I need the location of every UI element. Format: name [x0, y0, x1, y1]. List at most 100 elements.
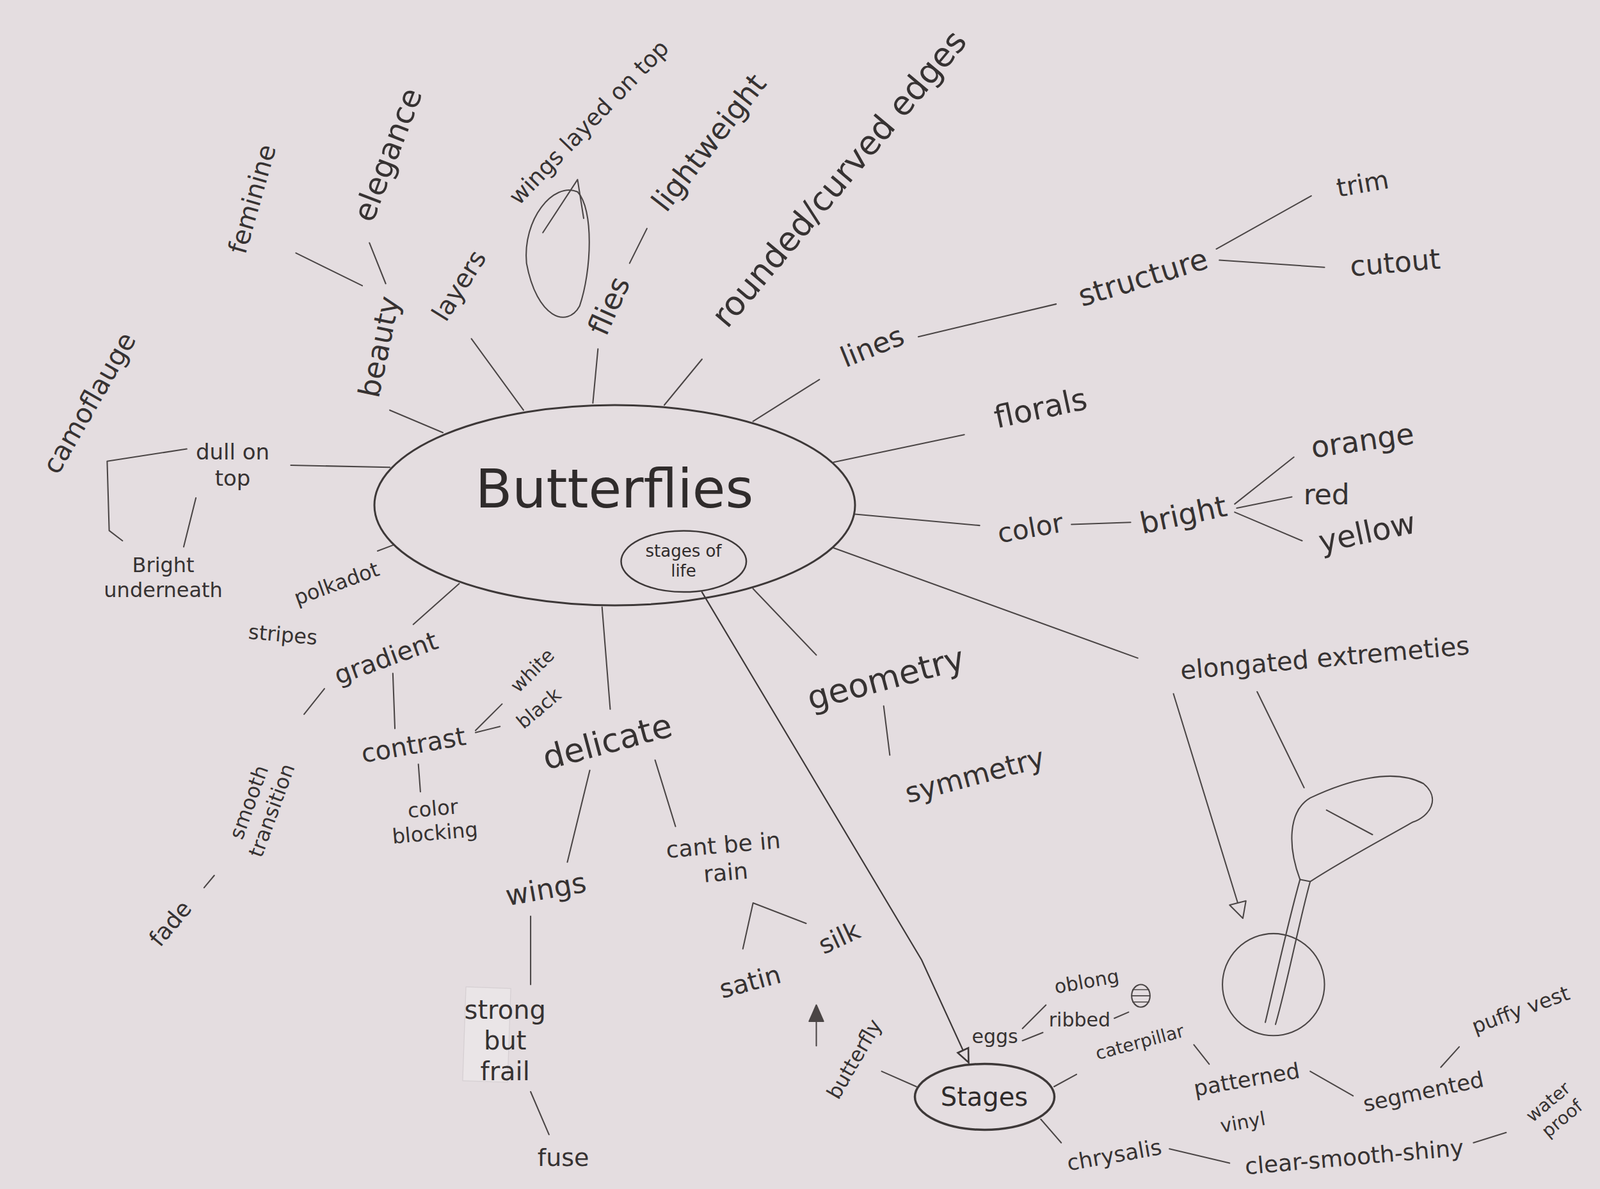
mind-map-label: florals	[990, 380, 1091, 436]
bracket	[106, 449, 187, 541]
leader-lines	[106, 179, 1506, 1164]
wing-vein	[1326, 810, 1373, 835]
leader-line	[377, 544, 395, 552]
mind-map-label: structure	[1073, 241, 1213, 315]
mind-map-label: color blocking	[380, 792, 488, 850]
mind-map-label: bright	[1137, 488, 1231, 543]
leader-line	[471, 338, 524, 411]
leader-line	[418, 764, 421, 792]
mind-map-label: fuse	[537, 1143, 590, 1174]
mind-map-label: yellow	[1315, 504, 1420, 561]
egg-sketch	[1131, 984, 1151, 1008]
mind-map-label: puffy vest	[1468, 981, 1573, 1040]
idea-text: Stages	[940, 1081, 1028, 1113]
leader-line	[592, 348, 598, 404]
leader-line	[475, 704, 502, 731]
mind-map-label: symmetry	[901, 740, 1048, 811]
arrow-head	[808, 1004, 824, 1022]
mind-map-label: contrast	[358, 720, 468, 770]
mind-map-label: geometry	[802, 638, 969, 719]
mind-map-label: smooth transition	[215, 737, 306, 875]
mind-map-label: feminine	[222, 140, 283, 258]
ellipse-outline	[914, 1064, 1055, 1131]
leader-line	[1022, 1032, 1044, 1042]
leader-line	[1440, 1047, 1460, 1068]
leader-line	[392, 673, 395, 729]
mind-map-label: wings layed on top	[503, 34, 675, 211]
leader-line	[183, 497, 196, 548]
leader-line	[833, 434, 965, 463]
arrow-head	[1229, 901, 1247, 919]
idea-ellipse: Butterflies stages of life	[372, 403, 857, 608]
leader-line	[1310, 1071, 1353, 1096]
arrow-connector	[702, 592, 969, 1063]
mind-map-label: segmented	[1360, 1066, 1487, 1118]
leader-line	[664, 359, 703, 406]
leg-sketch	[1265, 879, 1311, 1024]
leader-line	[883, 705, 891, 756]
mind-map-label: elegance	[345, 83, 431, 228]
mind-map-label: butterfly	[821, 1015, 887, 1104]
mind-map-label: water proof	[1514, 1071, 1596, 1150]
leader-line	[918, 304, 1056, 337]
leader-line	[1256, 691, 1304, 788]
mind-map-label: satin	[716, 958, 785, 1005]
mind-map-label: fade	[143, 894, 198, 952]
mind-map-label: lines	[835, 318, 910, 375]
idea-text: Butterflies	[475, 456, 754, 522]
mind-map-label: elongated extremeties	[1178, 630, 1471, 687]
ellipse-outline	[620, 530, 747, 592]
egg-ribs	[1131, 990, 1151, 1003]
leader-line	[655, 760, 676, 827]
leader-line	[1236, 496, 1292, 509]
idea-ellipse: stages of life	[619, 529, 749, 594]
mind-map-label: patterned	[1191, 1057, 1302, 1102]
leader-line	[1040, 1119, 1062, 1144]
leader-line	[881, 1071, 917, 1087]
mind-map-label: red	[1303, 478, 1350, 512]
wing-sketch	[1291, 776, 1433, 882]
leader-line	[529, 916, 532, 985]
mind-map-label: gradient	[329, 625, 442, 692]
leader-line	[1169, 1148, 1230, 1163]
leader-line	[815, 1020, 817, 1046]
leader-line	[204, 875, 215, 888]
mind-map-label: clear-smooth-shiny	[1243, 1134, 1465, 1181]
mind-map-label: dull on top	[191, 439, 275, 492]
mind-map-label: lightweight	[644, 67, 774, 219]
mind-map-label: delicate	[538, 705, 677, 779]
leader-line	[753, 588, 817, 656]
leader-line	[1071, 522, 1131, 525]
mind-map-label: orange	[1308, 416, 1416, 466]
mind-map-label: layers	[425, 244, 493, 327]
leader-line	[1193, 1045, 1209, 1065]
mind-map-label: flies	[581, 271, 639, 341]
leader-line	[413, 583, 460, 625]
idea-text: stages of life	[641, 541, 726, 582]
leader-line	[1219, 260, 1325, 268]
mind-map-label: cutout	[1348, 242, 1442, 285]
leader-line	[1114, 1012, 1129, 1019]
leader-line	[1473, 1132, 1506, 1144]
leader-line	[1173, 693, 1238, 904]
leader-line	[1054, 1074, 1077, 1087]
wing-sketch	[542, 179, 584, 233]
leader-line	[389, 410, 443, 433]
mind-map-label: wings	[503, 865, 589, 914]
mind-map-label: oblong	[1052, 964, 1122, 999]
mind-map-label: cant be in rain	[645, 824, 804, 894]
leader-line	[290, 465, 390, 468]
mind-map-label: eggs	[971, 1025, 1018, 1049]
leader-line	[295, 252, 363, 286]
mind-map-label: chrysalis	[1064, 1134, 1164, 1177]
mind-map-label: color	[995, 506, 1067, 551]
leader-line	[1234, 456, 1294, 504]
mind-map-label: silk	[812, 914, 864, 960]
mind-map-label: stripes	[247, 619, 319, 651]
leader-line	[855, 514, 980, 527]
leader-line	[1022, 1004, 1047, 1029]
mind-map-label: vinyl	[1218, 1107, 1268, 1138]
leader-line	[1216, 195, 1312, 249]
mind-map-label: Bright underneath	[99, 552, 228, 603]
